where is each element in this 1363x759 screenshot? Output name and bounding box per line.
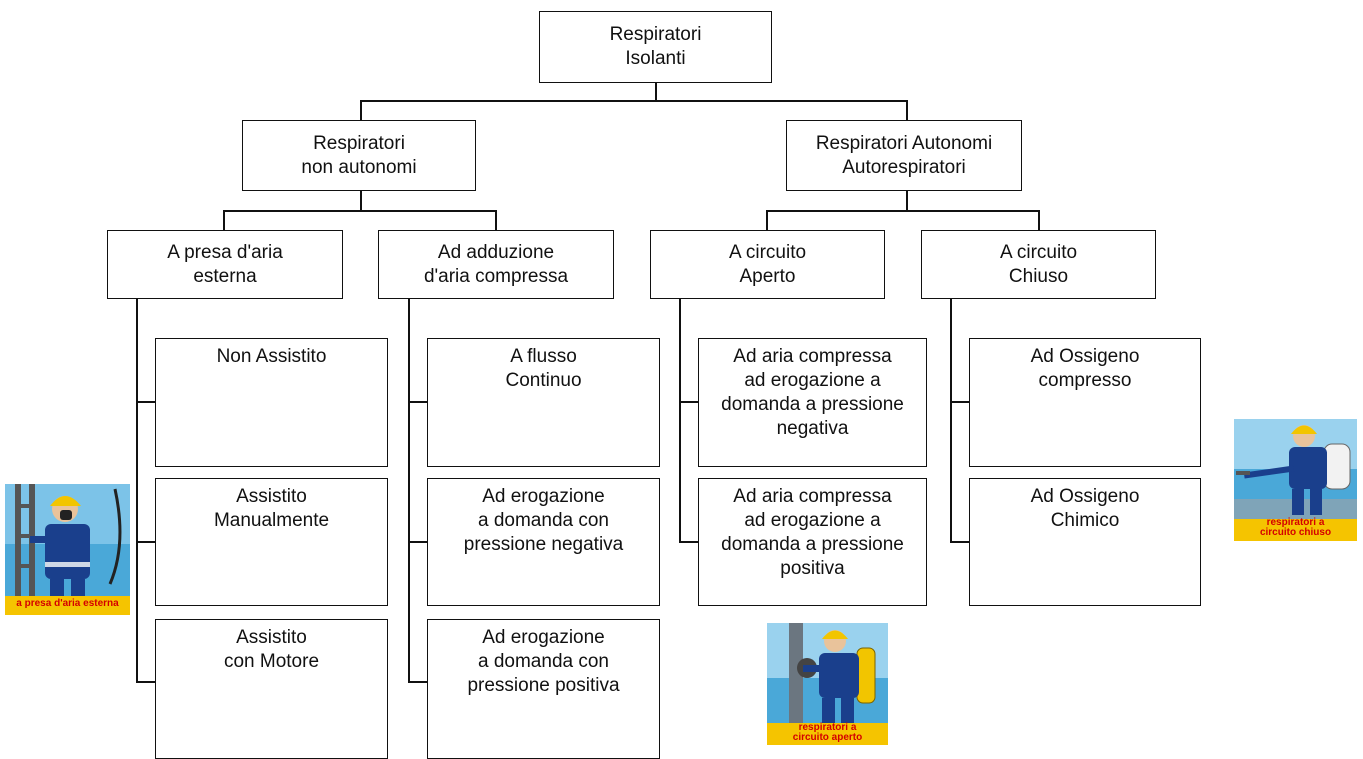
connector-root-down (655, 82, 657, 100)
tick-adduzione-2 (408, 541, 427, 543)
node-adduzione-aria-compressa: Ad adduzione d'aria compressa (378, 230, 614, 299)
leaf-ap-2-line4: positiva (780, 558, 845, 579)
leaf-flusso-continuo: A flusso Continuo (427, 338, 660, 467)
caption-presa: a presa d'aria esterna (16, 598, 119, 609)
node-chiuso-line2: Chiuso (1008, 265, 1069, 287)
leaf-add-2-line2: a domanda con (478, 510, 609, 531)
caption-chiuso-line1: respiratori a (1266, 517, 1325, 528)
connector-to-autonomi (906, 100, 908, 120)
leaf-ch-2-line1: Ad Ossigeno (1030, 486, 1140, 507)
tick-presa-1 (136, 401, 155, 403)
leaf-aria-compressa-negativa: Ad aria compressa ad erogazione a domand… (698, 338, 927, 467)
illustration-circuito-aperto: respiratori a circuito aperto (767, 623, 888, 745)
tick-chiuso-2 (950, 541, 969, 543)
node-aperto-line2: Aperto (739, 265, 796, 287)
leaf-presa-2-line1: Assistito (236, 486, 307, 507)
node-root-line2: Isolanti (625, 48, 686, 69)
leaf-presa-1-line1: Non Assistito (216, 346, 327, 367)
tick-aperto-2 (679, 541, 698, 543)
leaf-ap-2-line1: Ad aria compressa (733, 486, 892, 507)
leaf-ap-1-line4: negativa (776, 418, 849, 439)
leaf-add-1-line1: A flusso (510, 346, 577, 367)
illustration-presa-aria-esterna: a presa d'aria esterna (5, 484, 130, 615)
tick-adduzione-1 (408, 401, 427, 403)
leaf-non-assistito: Non Assistito (155, 338, 388, 467)
leaf-assistito-con-motore: Assistito con Motore (155, 619, 388, 759)
leaf-ap-1-line3: domanda a pressione (721, 394, 904, 415)
leaf-add-3-line3: pressione positiva (467, 675, 620, 696)
connector-to-chiuso (1038, 210, 1040, 230)
node-presa-line1: A presa d'aria (167, 241, 283, 263)
leaf-ossigeno-chimico: Ad Ossigeno Chimico (969, 478, 1201, 606)
node-presa-line2: esterna (193, 265, 257, 287)
leaf-erogazione-negativa: Ad erogazione a domanda con pressione ne… (427, 478, 660, 606)
spine-aperto (679, 298, 681, 542)
leaf-presa-2-line2: Manualmente (213, 510, 330, 531)
node-root-line1: Respiratori (609, 24, 702, 45)
caption-aperto: respiratori a circuito aperto (767, 723, 888, 743)
connector-to-non-autonomi (360, 100, 362, 120)
connector-non-autonomi-down (360, 190, 362, 210)
node-root: Respiratori Isolanti (539, 11, 772, 83)
worker-oxygen-icon (1234, 419, 1357, 541)
node-autonomi-line1: Respiratori Autonomi (815, 132, 993, 154)
node-chiuso-line1: A circuito (999, 241, 1078, 263)
connector-level2-right-bar (766, 210, 1039, 212)
node-autonomi: Respiratori Autonomi Autorespiratori (786, 120, 1022, 191)
tick-adduzione-3 (408, 681, 427, 683)
tick-chiuso-1 (950, 401, 969, 403)
leaf-add-1-line2: Continuo (505, 370, 582, 391)
worker-hose-icon (5, 484, 130, 615)
leaf-presa-3-line2: con Motore (223, 651, 320, 672)
caption-chiuso-line2: circuito chiuso (1259, 527, 1332, 538)
caption-aperto-line2: circuito aperto (792, 732, 863, 743)
spine-chiuso (950, 298, 952, 542)
node-non-autonomi-line2: non autonomi (301, 156, 417, 178)
connector-to-adduzione (495, 210, 497, 230)
node-adduzione-line1: Ad adduzione (437, 241, 555, 263)
leaf-ch-1-line1: Ad Ossigeno (1030, 346, 1140, 367)
leaf-erogazione-positiva: Ad erogazione a domanda con pressione po… (427, 619, 660, 759)
leaf-assistito-manualmente: Assistito Manualmente (155, 478, 388, 606)
leaf-ch-2-line2: Chimico (1050, 510, 1120, 531)
leaf-add-2-line1: Ad erogazione (482, 486, 605, 507)
leaf-ap-2-line3: domanda a pressione (721, 534, 904, 555)
node-presa-aria-esterna: A presa d'aria esterna (107, 230, 343, 299)
leaf-ossigeno-compresso: Ad Ossigeno compresso (969, 338, 1201, 467)
leaf-ap-1-line2: ad erogazione a (744, 370, 881, 391)
tick-presa-2 (136, 541, 155, 543)
tick-aperto-1 (679, 401, 698, 403)
spine-adduzione (408, 298, 410, 682)
connector-to-aperto (766, 210, 768, 230)
node-non-autonomi-line1: Respiratori (313, 132, 405, 154)
worker-air-tank-icon (767, 623, 888, 745)
leaf-aria-compressa-positiva: Ad aria compressa ad erogazione a domand… (698, 478, 927, 606)
connector-to-presa (223, 210, 225, 230)
node-non-autonomi: Respiratori non autonomi (242, 120, 476, 191)
leaf-add-3-line2: a domanda con (478, 651, 609, 672)
tick-presa-3 (136, 681, 155, 683)
leaf-ap-2-line2: ad erogazione a (744, 510, 881, 531)
caption-chiuso: respiratori a circuito chiuso (1234, 518, 1357, 538)
leaf-presa-3-line1: Assistito (236, 627, 307, 648)
node-adduzione-line2: d'aria compressa (423, 265, 569, 287)
node-autonomi-line2: Autorespiratori (842, 156, 966, 178)
leaf-add-3-line1: Ad erogazione (482, 627, 605, 648)
node-circuito-aperto: A circuito Aperto (650, 230, 885, 299)
leaf-add-2-line3: pressione negativa (463, 534, 624, 555)
leaf-ap-1-line1: Ad aria compressa (733, 346, 892, 367)
node-aperto-line1: A circuito (728, 241, 807, 263)
connector-level2-left-bar (223, 210, 496, 212)
connector-autonomi-down (906, 190, 908, 210)
illustration-circuito-chiuso: respiratori a circuito chiuso (1234, 419, 1357, 541)
caption-aperto-line1: respiratori a (798, 722, 857, 733)
spine-presa (136, 298, 138, 682)
node-circuito-chiuso: A circuito Chiuso (921, 230, 1156, 299)
connector-level1-bar (360, 100, 907, 102)
leaf-ch-1-line2: compresso (1038, 370, 1132, 391)
